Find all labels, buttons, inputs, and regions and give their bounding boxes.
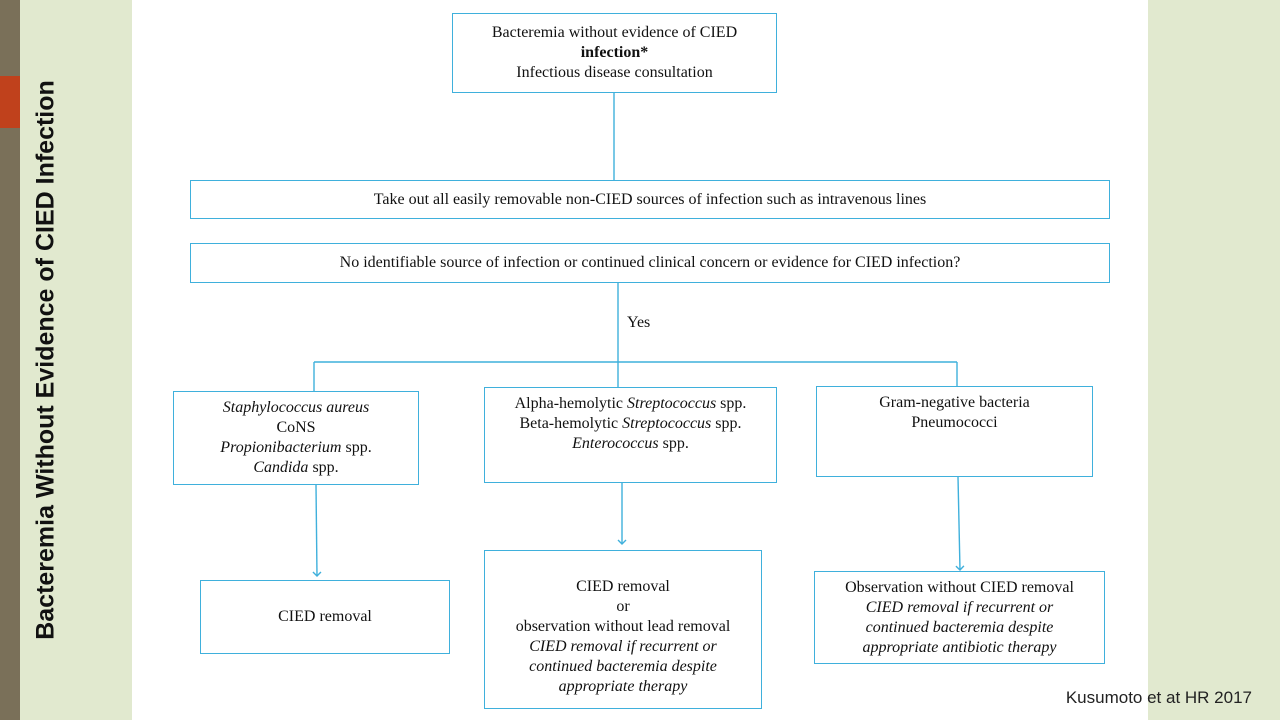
citation: Kusumoto et at HR 2017 (1065, 688, 1252, 707)
gram-outcome-line-1: Observation without CIED removal (845, 578, 1074, 596)
staph-line-2: CoNS (276, 419, 316, 436)
gram-outcome-box: Observation without CIED removal CIED re… (814, 571, 1105, 664)
staph-line-3: Propionibacterium spp. (220, 439, 372, 456)
staph-line-4: Candida spp. (253, 459, 339, 476)
question-text: No identifiable source of infection or c… (339, 254, 961, 271)
gram-outcome-line-4: appropriate antibiotic therapy (862, 638, 1057, 656)
gram-outcome-line-2: CIED removal if recurrent or (865, 598, 1054, 616)
strep-line-1: Alpha-hemolytic Streptococcus spp. (514, 395, 747, 412)
staph-outcome-text: CIED removal (278, 608, 372, 625)
strep-line-2: Beta-hemolytic Streptococcus spp. (519, 415, 742, 432)
remove-sources-text: Take out all easily removable non-CIED s… (373, 190, 927, 208)
gram-outcome-line-3: continued bacteremia despite (865, 618, 1054, 636)
start-line-3: Infectious disease consultation (516, 64, 713, 81)
start-box: Bacteremia without evidence of CIED infe… (452, 13, 777, 93)
start-line-2: infection* (580, 44, 649, 61)
gram-line-2: Pneumococci (911, 414, 998, 431)
strep-outcome-box: CIED removal or observation without lead… (484, 550, 762, 709)
staph-line-1: Staphylococcus aureus (222, 399, 370, 416)
left-decor-bar (0, 0, 20, 720)
staph-outcome-box: CIED removal (200, 580, 450, 654)
strep-outcome-line-2: or (616, 597, 630, 615)
remove-sources-box: Take out all easily removable non-CIED s… (190, 180, 1110, 219)
strep-outcome-line-5: continued bacteremia despite (529, 657, 717, 675)
yes-label: Yes (627, 314, 651, 331)
strep-outcome-line-4: CIED removal if recurrent or (529, 637, 717, 655)
strep-branch-box: Alpha-hemolytic Streptococcus spp. Beta-… (484, 387, 777, 483)
start-line-1: Bacteremia without evidence of CIED (491, 24, 738, 41)
strep-outcome-line-3: observation without lead removal (515, 617, 731, 635)
strep-outcome-line-6: appropriate therapy (558, 677, 688, 695)
strep-line-3: Enterococcus spp. (572, 435, 689, 452)
slide-title: Bacteremia Without Evidence of CIED Infe… (31, 80, 60, 640)
left-accent-block (0, 76, 20, 128)
strep-outcome-line-1: CIED removal (576, 577, 670, 595)
question-box: No identifiable source of infection or c… (190, 243, 1110, 283)
staph-branch-box: Staphylococcus aureus CoNS Propionibacte… (173, 391, 419, 485)
gram-line-1: Gram-negative bacteria (879, 394, 1030, 411)
gram-negative-branch-box: Gram-negative bacteria Pneumococci (816, 386, 1093, 477)
